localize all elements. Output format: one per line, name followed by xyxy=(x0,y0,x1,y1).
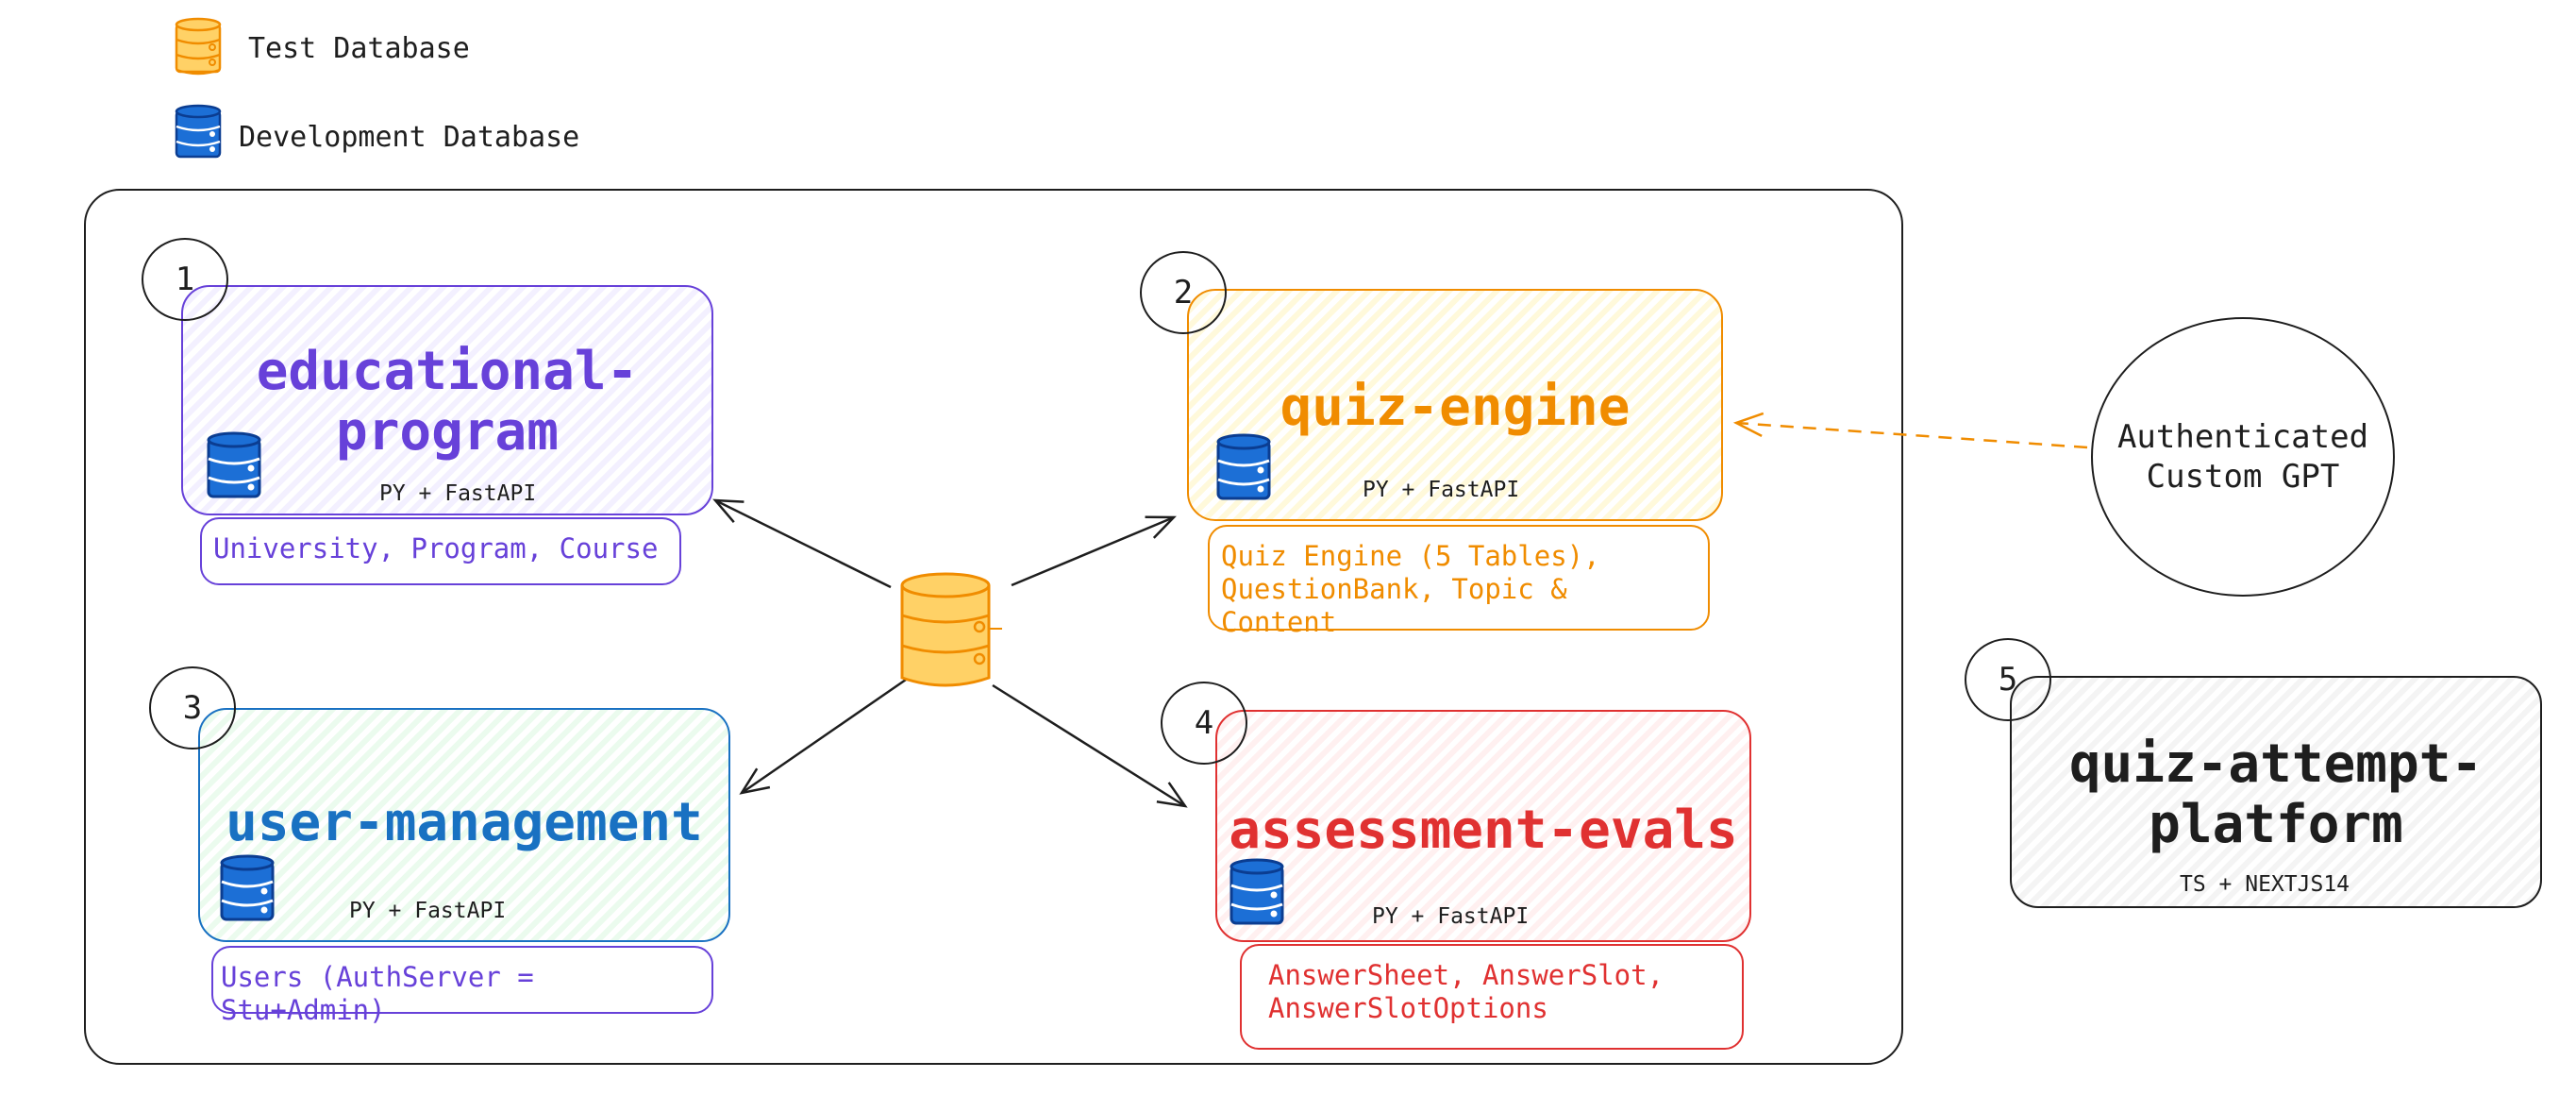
service-tech-stack: TS + NEXTJS14 xyxy=(2180,872,2350,897)
service-tech-stack: PY + FastAPI xyxy=(1363,478,1520,502)
arrow-to-quiz-engine xyxy=(1011,515,1177,587)
service-tables: Users (AuthServer = Stu+Admin) xyxy=(211,946,713,1026)
service-tech-stack: PY + FastAPI xyxy=(379,481,537,506)
legend-test-database-label: Test Database xyxy=(248,32,470,65)
service-tables: Quiz Engine (5 Tables), QuestionBank, To… xyxy=(1208,525,1710,638)
legend-development-database-label: Development Database xyxy=(239,121,580,154)
arrow-to-educational-program xyxy=(712,498,892,589)
service-educational-program: educational- program PY + FastAPI xyxy=(181,285,713,515)
central-test-database-icon xyxy=(900,572,1002,687)
authenticated-custom-gpt: Authenticated Custom GPT xyxy=(2091,317,2395,597)
service-user-management: user-management PY + FastAPI xyxy=(198,708,730,942)
arrow-to-user-management xyxy=(739,678,907,795)
database-icon xyxy=(219,853,276,925)
service-tables: AnswerSheet, AnswerSlot, AnswerSlotOptio… xyxy=(1240,944,1744,1050)
database-icon xyxy=(206,430,262,502)
service-number-badge: 2 xyxy=(1140,251,1227,334)
service-number-badge: 5 xyxy=(1965,638,2051,721)
legend-development-database-icon xyxy=(174,104,223,162)
arrow-to-assessment-evals xyxy=(992,683,1188,808)
service-tech-stack: PY + FastAPI xyxy=(1372,904,1530,929)
database-icon xyxy=(1229,857,1285,929)
service-title: user-management xyxy=(226,792,703,853)
arrow-gpt-to-quiz-engine xyxy=(1732,412,2088,449)
service-title: educational- program xyxy=(256,341,639,463)
service-number-badge: 1 xyxy=(142,238,228,321)
service-assessment-evals: assessment-evals PY + FastAPI xyxy=(1215,710,1751,942)
service-tech-stack: PY + FastAPI xyxy=(349,899,507,923)
database-icon xyxy=(1215,432,1272,504)
service-quiz-attempt-platform: quiz-attempt- platform TS + NEXTJS14 xyxy=(2010,676,2542,908)
system-boundary xyxy=(84,189,1903,1065)
service-title: quiz-attempt- platform xyxy=(2068,733,2484,855)
service-title: quiz-engine xyxy=(1280,377,1631,438)
service-quiz-engine: quiz-engine PY + FastAPI xyxy=(1187,289,1723,521)
legend-test-database-icon xyxy=(174,17,223,77)
service-title: assessment-evals xyxy=(1229,800,1738,861)
service-tables: University, Program, Course xyxy=(200,517,681,585)
service-number-badge: 3 xyxy=(149,666,236,750)
service-number-badge: 4 xyxy=(1161,682,1247,765)
